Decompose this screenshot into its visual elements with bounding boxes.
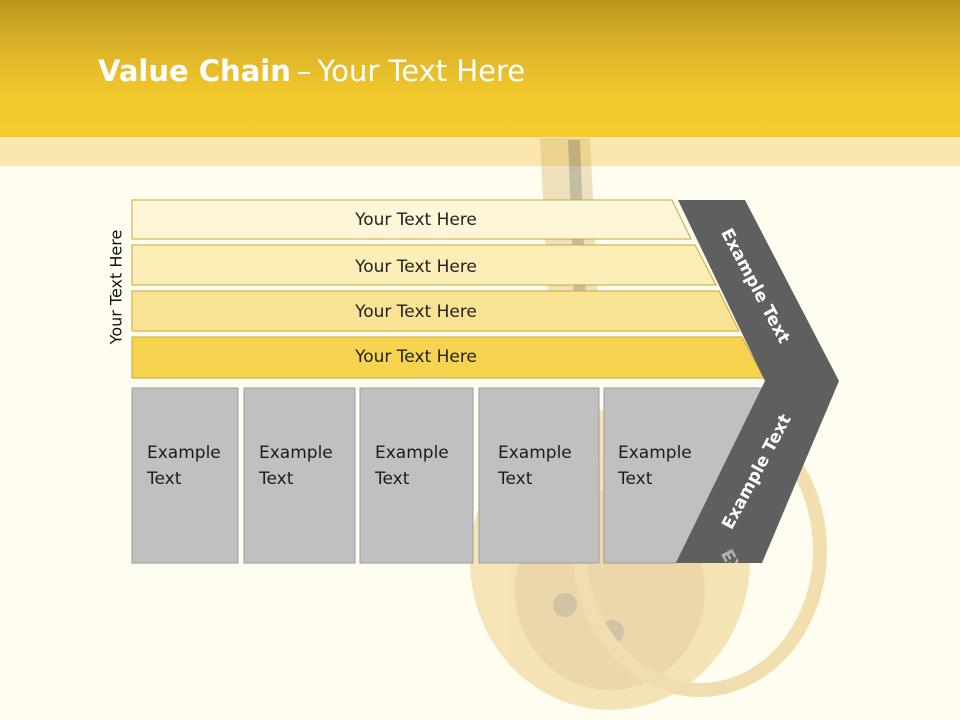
primary-box-3-line1: Example xyxy=(375,443,449,463)
primary-box-1 xyxy=(131,387,239,564)
title-bold: Value Chain xyxy=(98,54,291,88)
reflection-box-4-line1: Example xyxy=(498,663,572,683)
primary-box-5-line1: Example xyxy=(618,443,692,463)
reflection-box-3-line2: Text xyxy=(374,637,410,657)
primary-box-1-line2: Text xyxy=(146,469,182,489)
header-band xyxy=(0,137,960,166)
support-row-2-label: Your Text Here xyxy=(354,257,477,277)
support-row-3-label: Your Text Here xyxy=(354,302,477,322)
support-row-3 xyxy=(131,290,740,332)
primary-box-1-line1: Example xyxy=(147,443,221,463)
reflection-box-5-line2: Text xyxy=(617,637,653,657)
reflection-box-1-line1: Example xyxy=(147,663,221,683)
support-row-1-label: Your Text Here xyxy=(354,210,477,230)
margin-chevron xyxy=(676,200,839,563)
primary-box-2 xyxy=(243,387,356,564)
reflection-box-2-line1: Example xyxy=(259,663,333,683)
title-rest: Your Text Here xyxy=(317,54,526,88)
reflection-box-3-line1: Example xyxy=(375,663,449,683)
primary-box-3-line2: Text xyxy=(374,469,410,489)
primary-box-3 xyxy=(359,387,474,564)
slide-title: Value Chain–Your Text Here xyxy=(98,54,525,88)
title-separator: – xyxy=(296,54,312,88)
primary-box-4 xyxy=(478,387,600,564)
primary-box-4-line2: Text xyxy=(497,469,533,489)
primary-box-2-line1: Example xyxy=(259,443,333,463)
support-row-4-label: Your Text Here xyxy=(354,347,477,367)
primary-box-5-line2: Text xyxy=(617,469,653,489)
header-bar xyxy=(0,0,960,137)
side-label: Your Text Here xyxy=(106,229,126,345)
support-row-2 xyxy=(131,244,717,286)
diagram-reflection: Example Text Example Text Example Text E… xyxy=(132,545,800,720)
reflection-box-2-line2: Text xyxy=(258,637,294,657)
primary-box-2-line2: Text xyxy=(258,469,294,489)
reflection-box-1-line2: Text xyxy=(146,637,182,657)
reflection-box-5-line1: Example xyxy=(618,663,692,683)
reflection-box-4-line2: Text xyxy=(497,637,533,657)
support-row-1 xyxy=(131,199,692,240)
primary-box-4-line1: Example xyxy=(498,443,572,463)
